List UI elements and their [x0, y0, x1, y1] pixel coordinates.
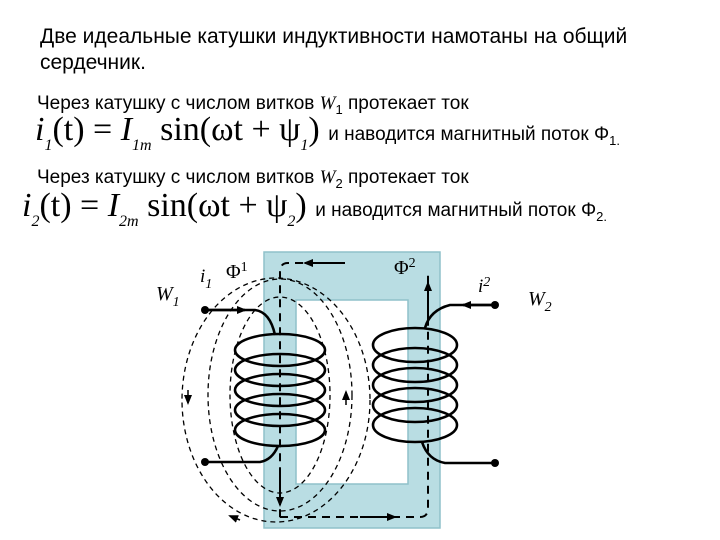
coil1-w: W	[319, 93, 336, 114]
coil2-tail-text: и наводится магнитный поток Φ	[315, 200, 597, 221]
coil2-lead-top	[423, 303, 495, 329]
coil1-terminal-bottom	[201, 458, 209, 466]
label-phi2: Φ2	[394, 256, 416, 279]
coil1-terminal-top	[201, 306, 209, 314]
coil1-statement: Через катушку с числом витков W1 протека…	[37, 93, 469, 117]
coil1-formula-i-sub: 1	[44, 137, 53, 154]
label-i2: i2	[478, 275, 490, 297]
coil2-suffix: протекает ток	[348, 167, 469, 188]
coil2-prefix: Через катушку с числом витков	[37, 167, 315, 188]
coil1-formula-func: sin	[160, 111, 200, 148]
coil-2	[371, 326, 459, 444]
leakage-flux-lines	[181, 277, 371, 523]
coil1-formula-arg-sub: 1	[300, 137, 309, 154]
coil1-w-sub: 1	[335, 101, 343, 117]
coil1-lead-bottom	[205, 445, 280, 464]
coil2-terminal-top	[491, 301, 499, 309]
coil2-formula: i2(t) = I2m sin(ωt + ψ2) и наводится маг…	[22, 188, 607, 240]
coil1-suffix: протекает ток	[348, 93, 469, 114]
leakage-arrow-bottom	[228, 515, 241, 523]
coil1-lead-top	[205, 308, 277, 336]
core-flux-path	[279, 262, 429, 520]
coil2-formula-mid: (t) =	[39, 187, 108, 224]
label-i1: i1	[200, 266, 212, 292]
coil-1	[233, 332, 327, 448]
label-phi1: Φ1	[226, 260, 248, 283]
coil2-terminal-bottom	[491, 459, 499, 467]
coil1-tail: и наводится магнитный поток Φ1.	[328, 124, 620, 148]
coil2-lead-bottom	[420, 441, 495, 465]
coil1-tail-text: и наводится магнитный поток Φ	[328, 124, 610, 145]
coil2-formula-amp-sub: 2m	[119, 213, 139, 230]
coil2-formula-i-sub: 2	[31, 213, 40, 230]
coil2-tail: и наводится магнитный поток Φ2.	[315, 200, 607, 224]
coil1-formula: i1(t) = I1m sin(ωt + ψ1) и наводится маг…	[35, 112, 620, 164]
coil2-formula-amp: I	[107, 187, 120, 224]
coil2-w: W	[319, 167, 336, 188]
coil1-formula-i: i	[35, 111, 45, 148]
coil2-tail-sub: 2.	[596, 208, 607, 224]
coil2-statement: Через катушку с числом витков W2 протека…	[37, 167, 469, 191]
coil2-formula-arg-sub: 2	[287, 213, 296, 230]
coil1-formula-amp-sub: 1m	[132, 137, 152, 154]
coil1-formula-amp: I	[120, 111, 133, 148]
coil1-formula-close: )	[308, 111, 320, 148]
coil2-formula-i: i	[22, 187, 32, 224]
label-w2: W2	[528, 288, 552, 315]
coil2-formula-func: sin	[147, 187, 187, 224]
title-line-1: Две идеальные катушки индуктивности намо…	[40, 25, 628, 48]
coil1-prefix: Через катушку с числом витков	[37, 93, 315, 114]
label-w1: W1	[156, 283, 180, 310]
coil2-formula-arg: (ωt + ψ	[186, 187, 288, 224]
coil1-tail-sub: 1.	[609, 132, 620, 148]
magnetic-core	[263, 251, 441, 529]
coil2-formula-close: )	[295, 187, 307, 224]
coil2-w-sub: 2	[335, 175, 343, 191]
title-line-2: сердечник.	[40, 51, 146, 74]
coil1-formula-arg: (ωt + ψ	[199, 111, 301, 148]
coil1-formula-mid: (t) =	[52, 111, 121, 148]
